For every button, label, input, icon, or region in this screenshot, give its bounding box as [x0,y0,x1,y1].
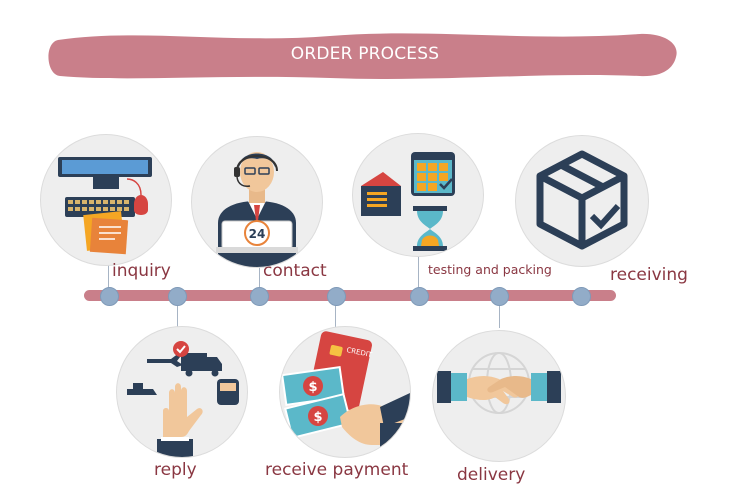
currency-symbol: $ [313,410,322,425]
step-label-delivery: delivery [457,465,526,485]
connector-line [418,252,419,297]
timeline-node [100,287,119,306]
step-delivery [432,330,566,462]
credit-card-cash-icon: CREDIT $ $ [281,331,410,449]
timeline-node [572,287,591,306]
step-label-contact: contact [263,261,327,281]
step-reply [116,326,248,458]
customer-service-agent-icon: 24 [216,152,298,267]
page-title: ORDER PROCESS [290,44,440,64]
step-label-reply: reply [154,460,197,480]
timeline-node [250,287,269,306]
step-label-receive-payment: receive payment [265,460,409,480]
timeline-node [168,287,187,306]
hotline-number: 24 [249,227,266,241]
connector-line [177,296,178,328]
step-label-inquiry: inquiry [112,261,171,281]
step-contact: 24 [191,136,323,268]
step-label-receiving: receiving [610,265,688,285]
handshake-icon [437,352,561,414]
connector-line [108,262,109,297]
connector-line [259,262,260,297]
step-inquiry [40,134,172,266]
currency-symbol: $ [308,380,317,395]
step-label-testing-packing: testing and packing [428,262,552,277]
step-receive-payment: CREDIT $ $ [279,326,411,458]
logistics-hand-icon [127,341,239,457]
timeline-node [490,287,509,306]
step-receiving [515,135,649,267]
calendar-hourglass-icon [361,152,455,251]
computer-keyboard-icon [58,157,152,255]
timeline-node [410,287,429,306]
connector-line [499,296,500,328]
box-check-icon [536,150,628,250]
timeline-bar [84,290,616,301]
timeline-node [327,287,346,306]
step-testing-packing [352,133,484,257]
connector-line [335,296,336,328]
title-banner [48,33,677,79]
